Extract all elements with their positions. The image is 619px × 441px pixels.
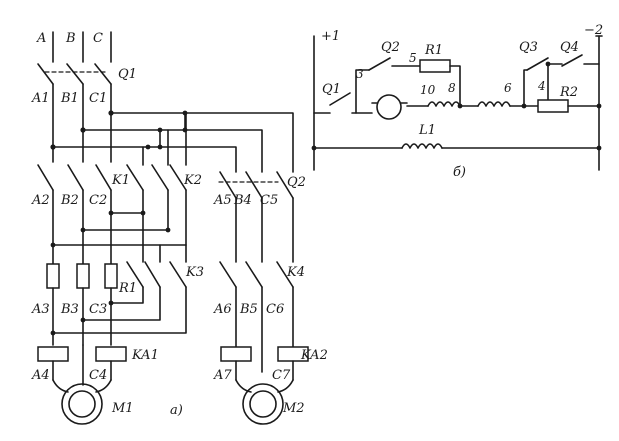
k1-label: K1: [111, 173, 130, 188]
node-8-label: 8: [448, 81, 456, 95]
ka1-label: KA1: [131, 348, 159, 363]
q1-contact: [329, 92, 351, 106]
ka1-coil-c: [95, 346, 127, 362]
bus-c: [110, 112, 294, 173]
c3-label: C3: [89, 302, 107, 317]
l1-label: L1: [418, 123, 436, 138]
motor2-leads: [235, 360, 294, 381]
motor2-lines-low: [235, 286, 294, 373]
resistor-a: [46, 263, 60, 289]
motor-m1-rotor: [68, 390, 96, 418]
b3-label: B3: [60, 302, 79, 317]
c4-label: C4: [89, 368, 107, 383]
shunt-winding-l1: [401, 143, 443, 149]
q3-contact: [526, 57, 549, 71]
motor1-top-contacts: [37, 164, 112, 191]
ka2-coil-a: [220, 346, 252, 362]
r1-label: R1: [118, 281, 137, 296]
r2b-label: R2: [559, 85, 578, 100]
a2-label: A2: [31, 193, 50, 208]
motor1-lines-low: [52, 287, 112, 346]
m2-label: M2: [282, 401, 305, 416]
supply-lines: [52, 31, 112, 63]
b5-label: B5: [239, 302, 258, 317]
node-10-label: 10: [420, 83, 436, 97]
motor-m2: [242, 383, 284, 425]
motor2-lines-mid: [235, 197, 294, 263]
armature: [376, 94, 402, 120]
q2-contact: [368, 57, 391, 71]
c7-label: C7: [272, 368, 291, 383]
ka2-label: KA2: [300, 348, 328, 363]
k3-risers: [142, 212, 187, 263]
motor1-leads: [52, 344, 112, 386]
b4-label: B4: [233, 193, 252, 208]
r1-return: [449, 65, 461, 107]
phase-c-label: C: [93, 31, 103, 46]
resistor-r2: [537, 99, 569, 113]
node-3-label: 3: [356, 67, 364, 81]
k4-contacts: [219, 261, 294, 288]
plus-terminal-label: +1: [321, 29, 340, 44]
c5-label: C5: [260, 193, 278, 208]
node-6-label: 6: [504, 81, 512, 95]
c6-label: C6: [266, 302, 284, 317]
phase-a-label: A: [36, 31, 46, 46]
resistor-b: [76, 263, 90, 289]
a6-label: A6: [213, 302, 232, 317]
series-winding-2: [477, 101, 511, 107]
m1-label: M1: [111, 401, 134, 416]
motor1-lines-mid: [52, 189, 112, 265]
a3-label: A3: [31, 302, 50, 317]
q3-riser: [523, 69, 528, 107]
q4-contact: [561, 54, 583, 67]
k3-cross-wiring: [52, 286, 187, 334]
q1-label: Q1: [118, 67, 137, 82]
a5-label: A5: [213, 193, 232, 208]
motor-m2-rotor: [249, 390, 277, 418]
q2-blades: [219, 171, 294, 199]
k-risers: [142, 112, 187, 166]
q1-blades: [37, 63, 112, 85]
node-5-label: 5: [409, 51, 417, 65]
q3b-label: Q3: [519, 40, 538, 55]
diagram-b: +1 −2 Q1 10 8 6 3 Q2 R1 5 Q3: [311, 23, 603, 180]
a1-label: A1: [31, 91, 50, 106]
bus-risers: [159, 112, 186, 148]
phase-b-label: B: [65, 31, 76, 46]
node-4-label: 4: [537, 79, 546, 93]
b1-label: B1: [60, 91, 79, 106]
bus-a: [52, 146, 237, 173]
a7-label: A7: [213, 368, 232, 383]
caption-b: б): [453, 165, 466, 180]
k3-label: K3: [185, 265, 204, 280]
caption-a: а): [170, 403, 183, 418]
c1-label: C1: [89, 91, 107, 106]
resistor-c: [104, 263, 118, 289]
resistor-r1: [419, 59, 451, 73]
q2b-label: Q2: [381, 40, 400, 55]
q2-label: Q2: [287, 175, 306, 190]
motor-m1: [61, 383, 103, 425]
minus-terminal-label: −2: [584, 23, 603, 38]
r1b-label: R1: [424, 43, 443, 58]
k2-label: K2: [183, 173, 202, 188]
q4b-label: Q4: [560, 40, 579, 55]
q2-branch-left: [355, 69, 370, 114]
k3-contacts: [126, 261, 187, 288]
k4-label: K4: [286, 265, 305, 280]
bus-b: [82, 129, 263, 173]
ka1-coil-a: [37, 346, 69, 362]
a4-label: A4: [31, 368, 50, 383]
q1b-label: Q1: [322, 82, 341, 97]
b2-label: B2: [60, 193, 79, 208]
c2-label: C2: [89, 193, 107, 208]
k1-k2-contacts: [126, 164, 187, 191]
diagram-a: A B C Q1 A1 B1 C1 A2 B2 C2: [31, 31, 328, 425]
series-winding-1: [427, 101, 461, 107]
